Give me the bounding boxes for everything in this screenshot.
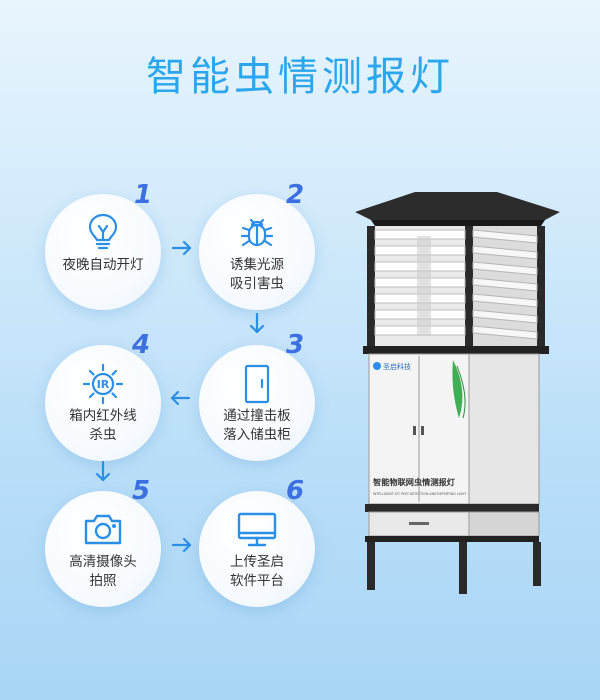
step-6-number: 6 (286, 476, 305, 506)
step-1-number: 1 (134, 180, 153, 210)
step-4-number: 4 (132, 330, 151, 360)
step-4-circle: IR 箱内红外线 杀虫 (45, 345, 161, 461)
device-label-cn: 智能物联网虫情测报灯 (372, 477, 456, 487)
step-4-label: 箱内红外线 杀虫 (69, 408, 137, 443)
camera-icon (45, 509, 161, 551)
arrow-1-to-2 (171, 240, 192, 256)
step-1-circle: 夜晚自动开灯 (45, 194, 161, 310)
step-6-circle: 上传圣启 软件平台 (199, 491, 315, 607)
bulb-icon (45, 212, 161, 254)
page-title: 智能虫情测报灯 (146, 54, 454, 100)
step-3-label: 通过撞击板 落入储虫柜 (223, 408, 291, 443)
step-1-label: 夜晚自动开灯 (62, 257, 144, 273)
monitor-icon (199, 509, 315, 551)
arrow-3-to-4 (170, 390, 191, 406)
svg-text:IR: IR (97, 378, 110, 391)
step-2-number: 2 (286, 180, 305, 210)
infrared-icon: IR (45, 363, 161, 405)
device-logo: 圣启科技 (383, 362, 411, 371)
arrow-5-to-6 (171, 537, 192, 553)
device-label-en: INTELLIGENT IOT PEST DETECTION AND REPOR… (373, 492, 466, 496)
step-5-number: 5 (132, 476, 151, 506)
arrow-2-to-3 (249, 312, 265, 334)
step-2-circle: 诱集光源 吸引害虫 (199, 194, 315, 310)
step-5-label: 高清摄像头 拍照 (69, 554, 137, 589)
pest-monitoring-light-device: 圣启科技 智能物联网虫情测报灯 INTELLIGENT IOT PEST DET… (355, 192, 560, 594)
step-3-circle: 通过撞击板 落入储虫柜 (199, 345, 315, 461)
step-3-number: 3 (286, 330, 305, 360)
door-icon (199, 363, 315, 405)
step-6-label: 上传圣启 软件平台 (230, 554, 284, 589)
bug-icon (199, 212, 315, 254)
step-5-circle: 高清摄像头 拍照 (45, 491, 161, 607)
step-2-label: 诱集光源 吸引害虫 (230, 257, 284, 292)
arrow-4-to-5 (95, 460, 111, 482)
